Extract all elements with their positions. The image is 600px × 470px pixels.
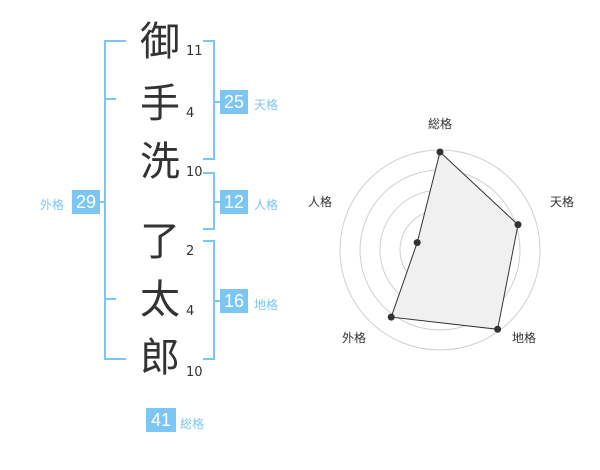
tenkaku-bracket-bottom bbox=[203, 158, 215, 160]
jinkaku-bracket-top bbox=[203, 172, 215, 174]
gaikaku-bracket-tick bbox=[104, 298, 116, 300]
chikaku-connector bbox=[213, 300, 221, 302]
radar-axis-label: 外格 bbox=[342, 330, 366, 345]
radar-point bbox=[413, 239, 421, 247]
radar-polygon bbox=[390, 151, 519, 330]
stroke-count-2: 4 bbox=[186, 106, 195, 121]
gaikaku-bracket-tick bbox=[104, 98, 116, 100]
name-char-6: 郎 bbox=[140, 335, 180, 381]
stroke-count-4: 2 bbox=[186, 244, 195, 259]
tenkaku-bracket-vertical bbox=[213, 40, 215, 160]
chikaku-badge: 16 bbox=[220, 289, 248, 313]
radar-points bbox=[387, 148, 522, 333]
radar-axis-label: 人格 bbox=[308, 194, 332, 209]
radar-axis-label: 地格 bbox=[512, 330, 536, 345]
gaikaku-bracket-top bbox=[104, 40, 126, 42]
radar-axis-label: 総格 bbox=[428, 116, 452, 131]
chikaku-bracket-bottom bbox=[203, 358, 215, 360]
name-char-4: 了 bbox=[140, 219, 180, 265]
stroke-count-5: 4 bbox=[186, 304, 195, 319]
gaikaku-bracket-vertical bbox=[104, 40, 106, 360]
jinkaku-label: 人格 bbox=[254, 198, 279, 212]
radar-point bbox=[514, 221, 522, 229]
gaikaku-connector bbox=[98, 201, 106, 203]
gaikaku-bracket-bottom bbox=[104, 358, 126, 360]
name-char-5: 太 bbox=[140, 277, 180, 323]
stroke-count-6: 10 bbox=[186, 365, 203, 380]
stroke-count-1: 11 bbox=[186, 44, 203, 59]
radar-point bbox=[436, 148, 444, 156]
radar-axis-label: 天格 bbox=[550, 194, 574, 209]
jinkaku-connector bbox=[213, 201, 221, 203]
radar-point bbox=[387, 313, 395, 321]
soukaku-label: 総格 bbox=[180, 417, 205, 431]
radar-point bbox=[494, 325, 502, 333]
name-char-3: 洗 bbox=[140, 139, 180, 185]
name-char-1: 御 bbox=[140, 19, 180, 65]
chikaku-bracket-top bbox=[203, 240, 215, 242]
name-char-2: 手 bbox=[140, 81, 180, 127]
tenkaku-badge: 25 bbox=[220, 90, 248, 114]
gaikaku-badge: 29 bbox=[72, 190, 100, 214]
tenkaku-bracket-top bbox=[203, 40, 215, 42]
tenkaku-connector bbox=[213, 101, 221, 103]
gaikaku-label: 外格 bbox=[40, 198, 65, 212]
soukaku-badge: 41 bbox=[146, 408, 176, 432]
stroke-count-3: 10 bbox=[186, 165, 203, 180]
chikaku-label: 地格 bbox=[254, 298, 279, 312]
tenkaku-label: 天格 bbox=[254, 98, 279, 112]
jinkaku-bracket-bottom bbox=[203, 228, 215, 230]
jinkaku-badge: 12 bbox=[220, 190, 248, 214]
